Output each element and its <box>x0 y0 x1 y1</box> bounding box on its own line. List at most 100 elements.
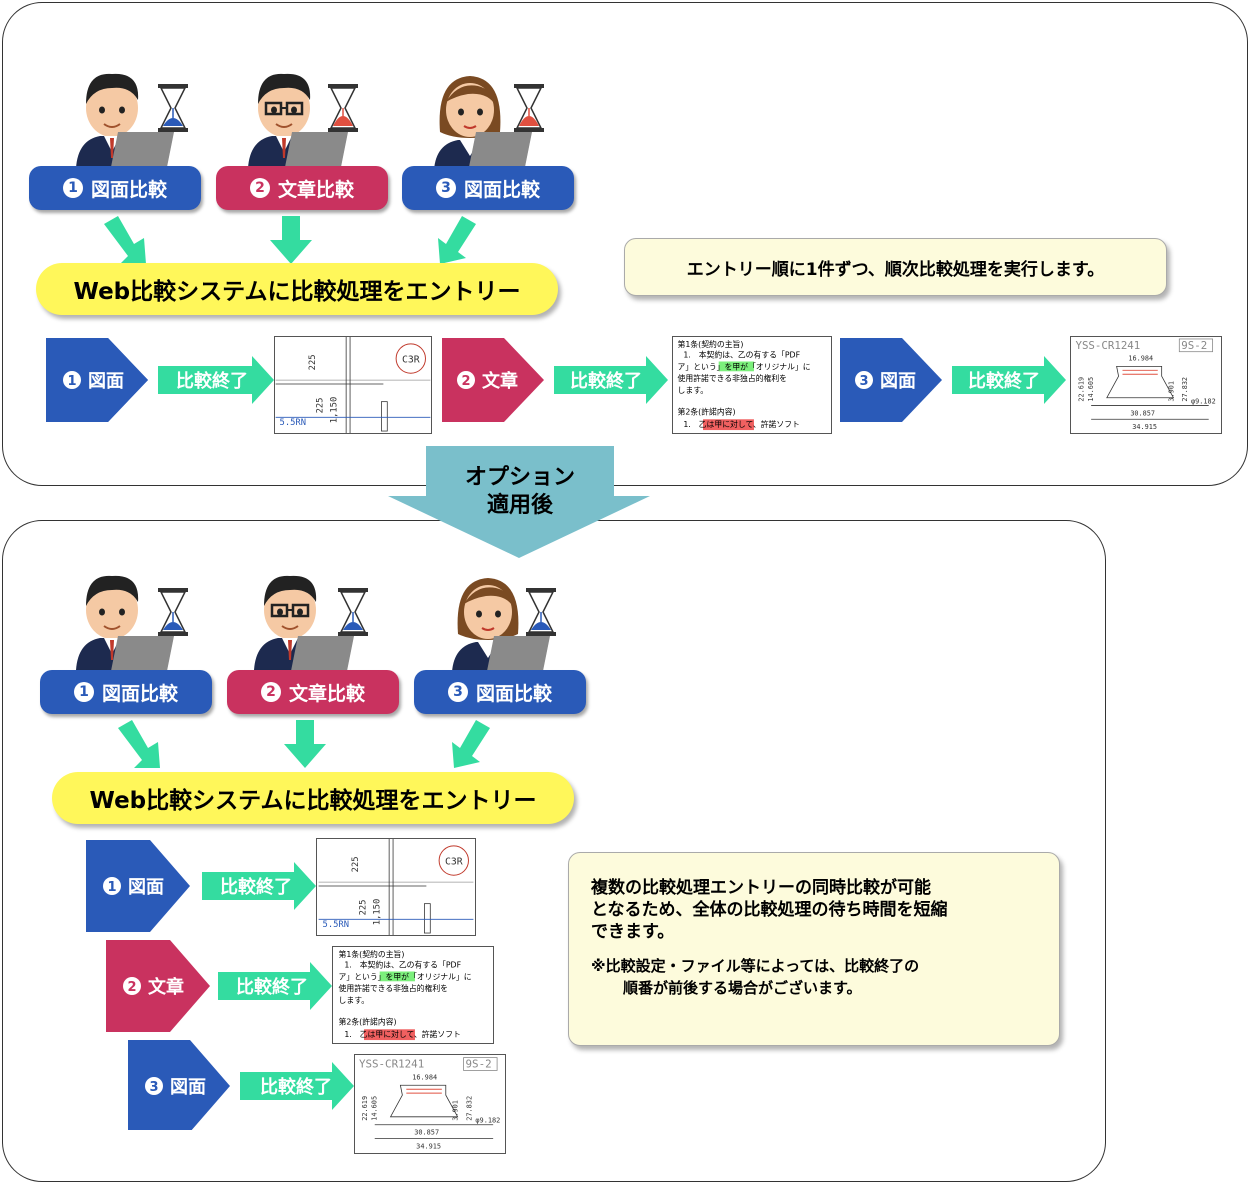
step-label: 図面比較 <box>90 178 167 201</box>
svg-text:φ9.182: φ9.182 <box>1191 398 1216 406</box>
bottom-drawing-thumb-3: YSS-CR1241 9S-2 16.984 22.619 14.605 3.9… <box>354 1054 506 1154</box>
step-number: 1 <box>62 178 83 198</box>
svg-text:1. 乙は甲に対して、許諾ソフト: 1. 乙は甲に対して、許諾ソフト <box>683 419 799 429</box>
svg-text:16.984: 16.984 <box>1128 355 1153 363</box>
svg-text:1,150: 1,150 <box>372 899 382 925</box>
result-num: 3 <box>859 374 868 389</box>
svg-text:34.915: 34.915 <box>1132 423 1157 431</box>
down-arrow-2-icon <box>284 720 326 768</box>
down-arrow-3-icon <box>452 720 490 768</box>
svg-text:225: 225 <box>359 900 369 916</box>
hourglass-3-icon <box>525 587 557 637</box>
step-label: 文章比較 <box>288 682 365 705</box>
step-label: 図面比較 <box>101 682 178 705</box>
drawing-dim: 225 <box>316 398 326 414</box>
step-number: 1 <box>73 682 94 702</box>
result-type: 図面 <box>880 371 916 392</box>
top-step-1-pill: 1 図面比較 <box>29 166 201 210</box>
bottom-result-2: 2 文章 比較終了 <box>106 940 332 1032</box>
done-arrow-3-icon <box>240 1062 354 1110</box>
hourglass-1-icon <box>157 587 189 637</box>
top-entry-banner: Web比較システムに比較処理をエントリー <box>36 263 558 315</box>
svg-text:14.605: 14.605 <box>371 1096 379 1121</box>
top-step-3-pill: 3 図面比較 <box>402 166 574 210</box>
down-arrow-2-icon <box>270 216 312 264</box>
done-arrow-2-icon <box>218 962 332 1010</box>
step-label: 図面比較 <box>463 178 540 201</box>
person-2-icon <box>247 72 321 169</box>
svg-text:5.5RN: 5.5RN <box>323 920 349 930</box>
laptop-2-icon <box>282 132 348 170</box>
svg-text:225: 225 <box>351 856 361 872</box>
svg-text:9S-2: 9S-2 <box>466 1057 492 1070</box>
result-num: 2 <box>461 374 470 389</box>
note-sub-line-2: 順番が前後する場合がございます。 <box>623 979 862 997</box>
svg-text:27.832: 27.832 <box>465 1096 473 1121</box>
result-type: 図面 <box>88 371 124 392</box>
bottom-step-1-pill: 1 図面比較 <box>40 670 212 714</box>
bottom-down-arrows <box>118 720 490 768</box>
svg-text:第1条(契約の主旨): 第1条(契約の主旨) <box>339 949 405 959</box>
top-result-2: 2 文章 比較終了 <box>442 338 668 422</box>
svg-text:比較終了: 比較終了 <box>260 1076 332 1098</box>
svg-text:図面: 図面 <box>128 877 164 898</box>
transition-line1: オプション <box>464 465 575 490</box>
svg-text:22.619: 22.619 <box>1077 377 1085 402</box>
top-drawing-thumb-3: YSS-CR1241 9S-2 16.984 22.619 14.605 3.9… <box>1070 336 1222 434</box>
done-label: 比較終了 <box>176 370 248 392</box>
svg-text:文章: 文章 <box>148 976 184 998</box>
svg-text:第2条(許諾内容): 第2条(許諾内容) <box>678 406 736 416</box>
top-drawing-thumb-1: C3R 225 225 1,150 5.5RN <box>274 336 432 434</box>
svg-text:比較終了: 比較終了 <box>220 876 292 898</box>
bottom-entry-banner: Web比較システムに比較処理をエントリー <box>52 772 574 824</box>
bottom-step-2-pill: 2 文章比較 <box>227 670 399 714</box>
done-arrow-3-icon <box>952 356 1066 404</box>
svg-text:3.901: 3.901 <box>1167 381 1175 402</box>
svg-text:30.857: 30.857 <box>414 1129 439 1137</box>
person-2-icon <box>253 574 327 671</box>
top-people <box>75 72 545 170</box>
note-main-line-2: となるため、全体の比較処理の待ち時間を短縮 <box>591 900 948 920</box>
svg-text:2: 2 <box>127 980 136 995</box>
svg-text:27.832: 27.832 <box>1181 377 1189 402</box>
svg-text:1: 1 <box>107 880 116 895</box>
svg-text:φ9.182: φ9.182 <box>475 1117 500 1125</box>
note-main-line-3: できます。 <box>591 922 675 942</box>
bottom-text-thumb: 第1条(契約の主旨) 1. 本契約は、乙の有する「PDF ア」という」を甲が「オ… <box>332 946 494 1044</box>
step-number: 3 <box>447 682 468 702</box>
svg-text:します。: します。 <box>339 996 370 1005</box>
transition-line2: 適用後 <box>486 493 553 518</box>
bottom-drawing-thumb-1: C3R 225 225 1,150 5.5RN <box>316 838 476 936</box>
step-number: 2 <box>249 178 270 198</box>
top-results-row: 1 図面 比較終了 2 文章 比較終了 3 図面 比較終了 <box>46 338 1066 422</box>
down-arrow-3-icon <box>438 216 476 264</box>
result-type: 文章 <box>482 370 518 392</box>
note-main-line-1: 複数の比較処理エントリーの同時比較が可能 <box>591 878 931 898</box>
svg-text:16.984: 16.984 <box>412 1073 437 1081</box>
step-number: 3 <box>435 178 456 198</box>
step-label: 図面比較 <box>475 682 552 705</box>
bottom-result-1: 1 図面 比較終了 <box>86 840 316 932</box>
svg-text:します。: します。 <box>678 386 709 395</box>
svg-text:ア」という」を甲が「オリジナル」に: ア」という」を甲が「オリジナル」に <box>339 971 472 981</box>
bottom-result-3: 3 図面 比較終了 <box>128 1040 354 1130</box>
done-arrow-1-icon <box>158 356 274 404</box>
done-label: 比較終了 <box>968 370 1040 392</box>
done-label: 比較終了 <box>570 370 642 392</box>
svg-text:14.605: 14.605 <box>1087 377 1095 402</box>
svg-text:図面: 図面 <box>170 1077 206 1098</box>
svg-text:3: 3 <box>149 1080 158 1095</box>
svg-text:9S-2: 9S-2 <box>1181 339 1207 352</box>
drawing-mark: C3R <box>402 354 420 365</box>
drawing-label: 5.5RN <box>280 418 306 428</box>
bottom-people <box>75 574 557 680</box>
svg-text:1. 本契約は、乙の有する「PDF: 1. 本契約は、乙の有する「PDF <box>344 960 461 970</box>
svg-text:第1条(契約の主旨): 第1条(契約の主旨) <box>678 339 744 349</box>
step-number: 2 <box>260 682 281 702</box>
svg-text:YSS-CR1241: YSS-CR1241 <box>1075 339 1140 352</box>
laptop-3-icon <box>466 132 532 170</box>
svg-text:30.857: 30.857 <box>1130 409 1155 417</box>
svg-text:1. 乙は甲に対して、許諾ソフト: 1. 乙は甲に対して、許諾ソフト <box>344 1029 460 1039</box>
hourglass-3-icon <box>513 83 545 133</box>
drawing-dim: 225 <box>308 354 318 370</box>
